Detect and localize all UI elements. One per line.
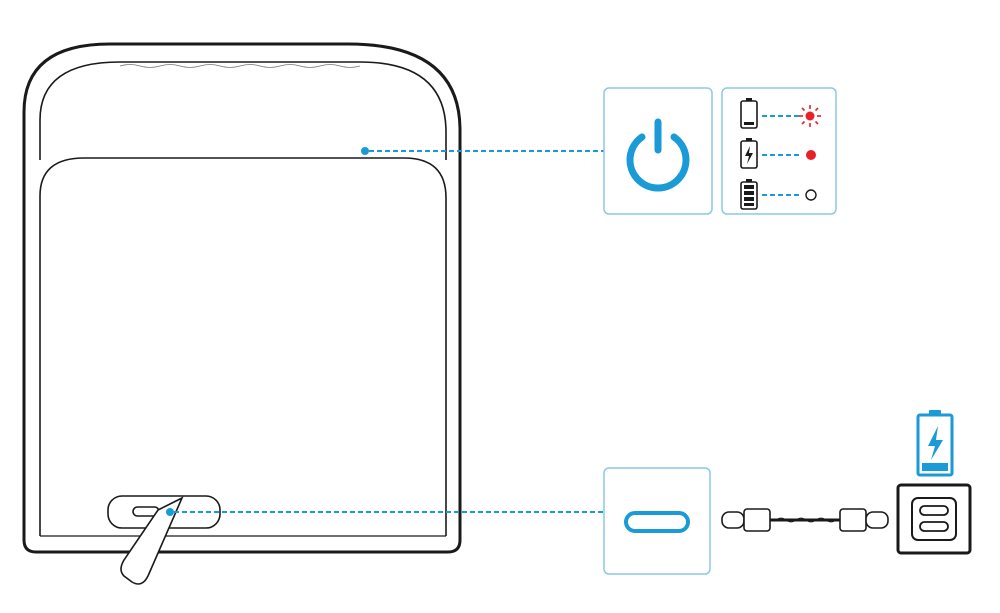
charger-battery-charging-icon [916, 410, 954, 477]
usb-callout-frame [603, 467, 711, 575]
device-rear-panel [39, 157, 447, 536]
kickstand [120, 496, 184, 585]
led-off-icon [805, 189, 817, 201]
wall-charger-icon [896, 483, 972, 555]
projector-rear-view [22, 42, 462, 585]
power-led-indicator [361, 147, 369, 155]
led-solid-red-icon [806, 150, 816, 160]
battery-empty-icon [740, 98, 758, 129]
led-status-legend [721, 87, 837, 215]
battery-full-icon [740, 179, 758, 210]
usb-c-port-callout [603, 467, 711, 575]
device-top-grille [39, 61, 447, 160]
charger-port-2 [919, 521, 949, 532]
battery-charging-icon [740, 138, 758, 169]
usb-c-port-icon [624, 511, 690, 533]
led-blinking-red-icon [799, 105, 821, 127]
power-icon [626, 118, 690, 192]
device-grille-texture [119, 64, 361, 68]
charger-inner [911, 497, 957, 541]
power-button-callout [603, 87, 713, 215]
charger-port-1 [919, 505, 949, 516]
usb-port-indicator [166, 508, 174, 516]
usb-c-cable-icon [721, 508, 889, 532]
